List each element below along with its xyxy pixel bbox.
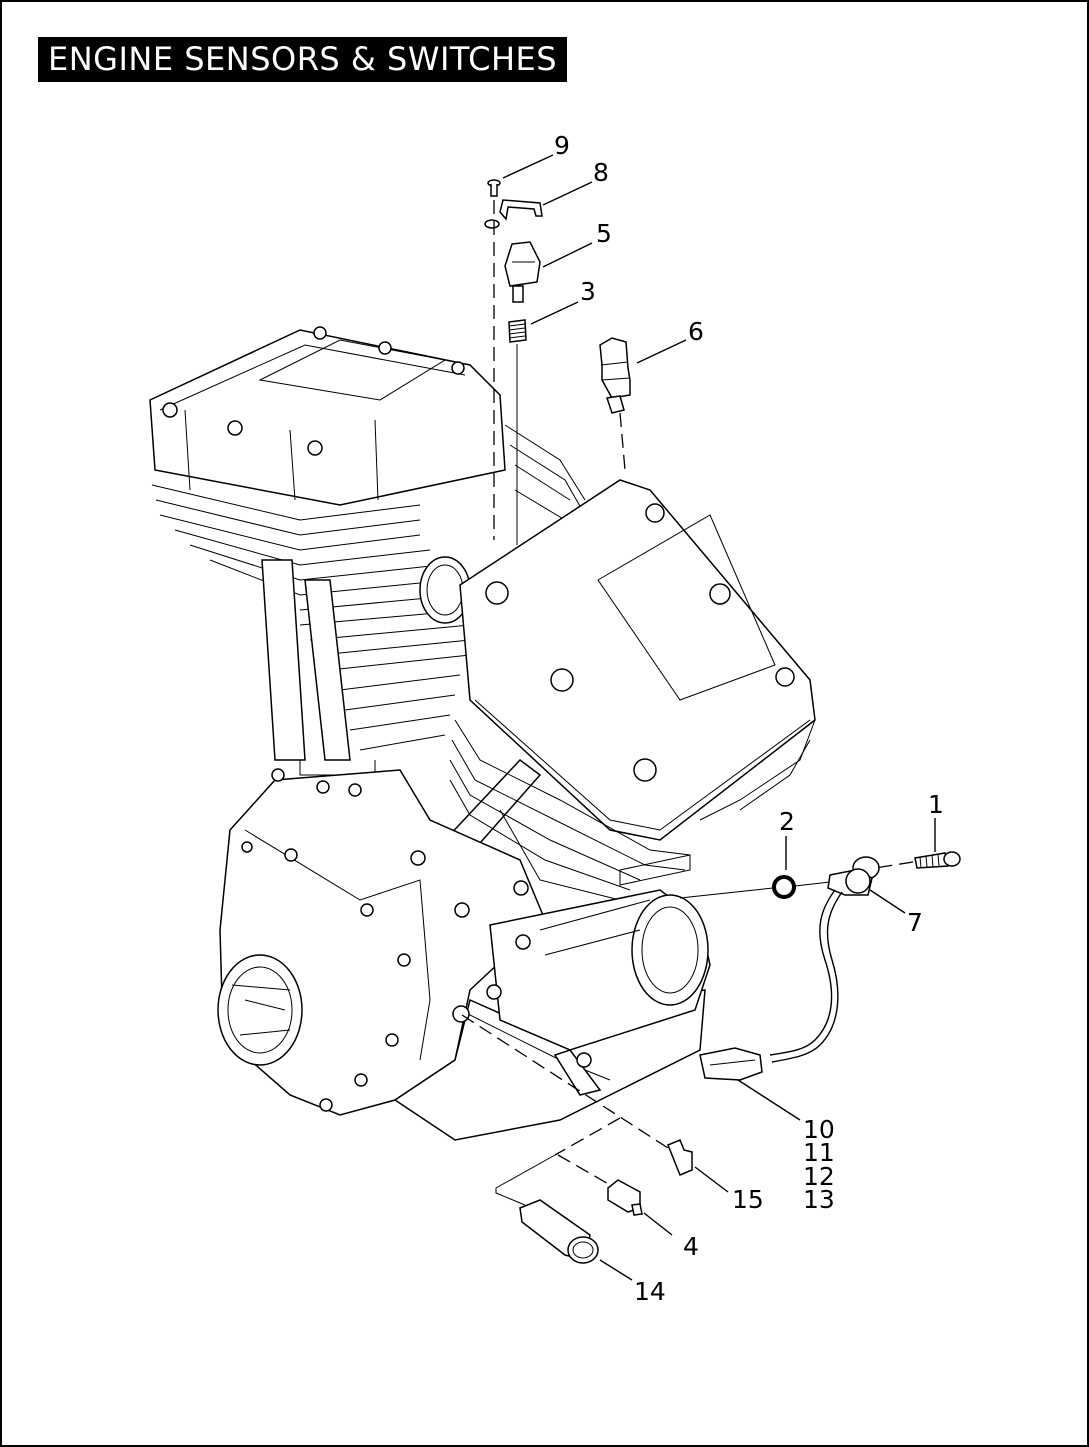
part-15-fitting [667,1139,693,1176]
callout-3: 3 [580,277,596,306]
callout-7: 7 [907,908,923,937]
part-9-screw [487,179,501,197]
callout-15: 15 [732,1185,764,1214]
part-6-switch [599,337,631,414]
callout-14: 14 [634,1277,666,1306]
callout-leaders [502,154,936,1281]
part-5-sensor [504,241,541,303]
part-7-sensor-harness [699,856,880,1081]
callout-8: 8 [593,158,609,187]
callout-11: 11 [803,1138,835,1167]
part-4-switch [607,1179,643,1216]
callout-1: 1 [928,790,944,819]
callout-numbers: 1 2 3 4 5 6 7 8 9 10 11 12 13 14 15 [554,131,944,1306]
part-14-sender [519,1199,599,1264]
engine-illustration [149,326,816,1141]
callout-6: 6 [688,317,704,346]
callout-9: 9 [554,131,570,160]
part-2-o-ring [772,875,796,899]
assembly-lines [461,200,914,1206]
callout-12: 12 [803,1162,835,1191]
part-1-bolt [914,851,961,869]
callout-10: 10 [803,1115,835,1144]
page-title: ENGINE SENSORS & SWITCHES [38,37,568,82]
callout-4: 4 [683,1232,699,1261]
part-8-bracket [484,199,543,229]
part-3-spring [508,319,527,343]
callout-2: 2 [779,807,795,836]
callout-5: 5 [596,219,612,248]
callout-13: 13 [803,1185,835,1214]
